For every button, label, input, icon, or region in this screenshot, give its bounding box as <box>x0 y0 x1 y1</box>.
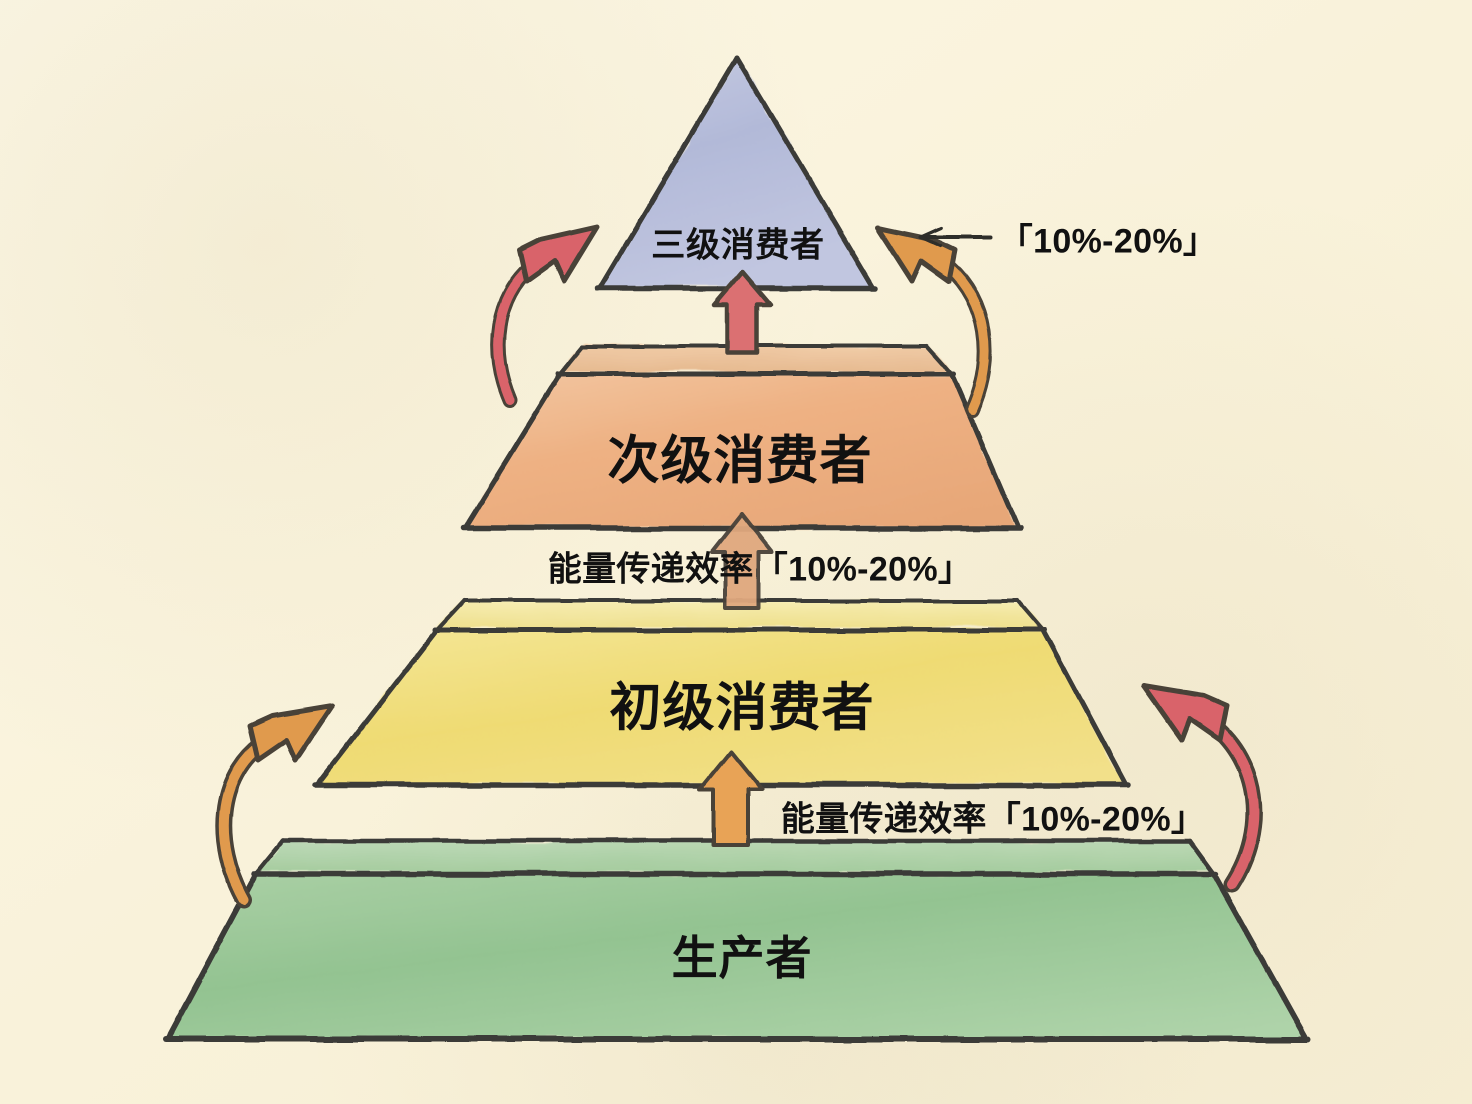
tier-producer-label: 生产者 <box>671 932 813 984</box>
tier-secondary-top-right-bevel <box>925 344 954 376</box>
tier-tertiary-fill <box>602 58 872 287</box>
tier-primary-top-right-bevel <box>1016 599 1045 632</box>
tier-secondary-left-edge <box>462 371 563 531</box>
tier-primary-left-edge <box>314 627 440 788</box>
efficiency-label-primary-to-secondary: 能量传递效率「10%-20%」 <box>547 550 973 589</box>
tier-primary-right-edge <box>1040 627 1129 788</box>
efficiency-label-secondary-to-tertiary: 「10%-20%」 <box>998 222 1218 261</box>
tier-secondary-label: 次级消费者 <box>607 432 873 491</box>
tier-secondary-right-edge <box>949 371 1021 531</box>
tier-primary-top-left-bevel <box>435 599 466 632</box>
tier-primary-top-face <box>437 601 1043 628</box>
tier-producer-fill <box>168 874 1305 1038</box>
tier-producer-top-face <box>256 841 1214 872</box>
tier-tertiary-label: 三级消费者 <box>651 226 825 265</box>
tier-producer-top-left-bevel <box>253 838 286 877</box>
tier-primary-label: 初级消费者 <box>609 679 875 738</box>
curved-arrow-producer-to-primary <box>215 703 335 909</box>
tier-secondary-fill <box>466 374 1016 527</box>
tier-primary-fill <box>318 630 1124 784</box>
arrow-secondary-to-tertiary <box>711 269 773 355</box>
tier-primary-consumer[interactable] <box>312 599 1131 788</box>
tier-secondary-consumer[interactable] <box>460 344 1023 531</box>
curved-arrow-secondary-to-tertiary-left <box>490 224 600 408</box>
tier-tertiary-left-edge <box>597 55 740 291</box>
tier-secondary-top-left-bevel <box>558 344 585 376</box>
efficiency-label-producer-to-primary: 能量传递效率「10%-20%」 <box>780 800 1206 839</box>
tier-tertiary-right-edge <box>734 55 877 291</box>
arrow-primary-to-secondary <box>710 512 774 610</box>
tier-producer-right-edge <box>1211 871 1309 1042</box>
arrow-producer-to-primary <box>698 750 764 847</box>
tier-secondary-top-face <box>560 346 952 372</box>
tier-producer[interactable] <box>163 838 1311 1042</box>
tier-producer-top-right-bevel <box>1187 838 1217 877</box>
leader-line-tertiary-label <box>919 226 992 248</box>
curved-arrow-secondary-to-tertiary-right <box>875 225 993 418</box>
curved-arrow-primary-feedback <box>1141 683 1263 893</box>
